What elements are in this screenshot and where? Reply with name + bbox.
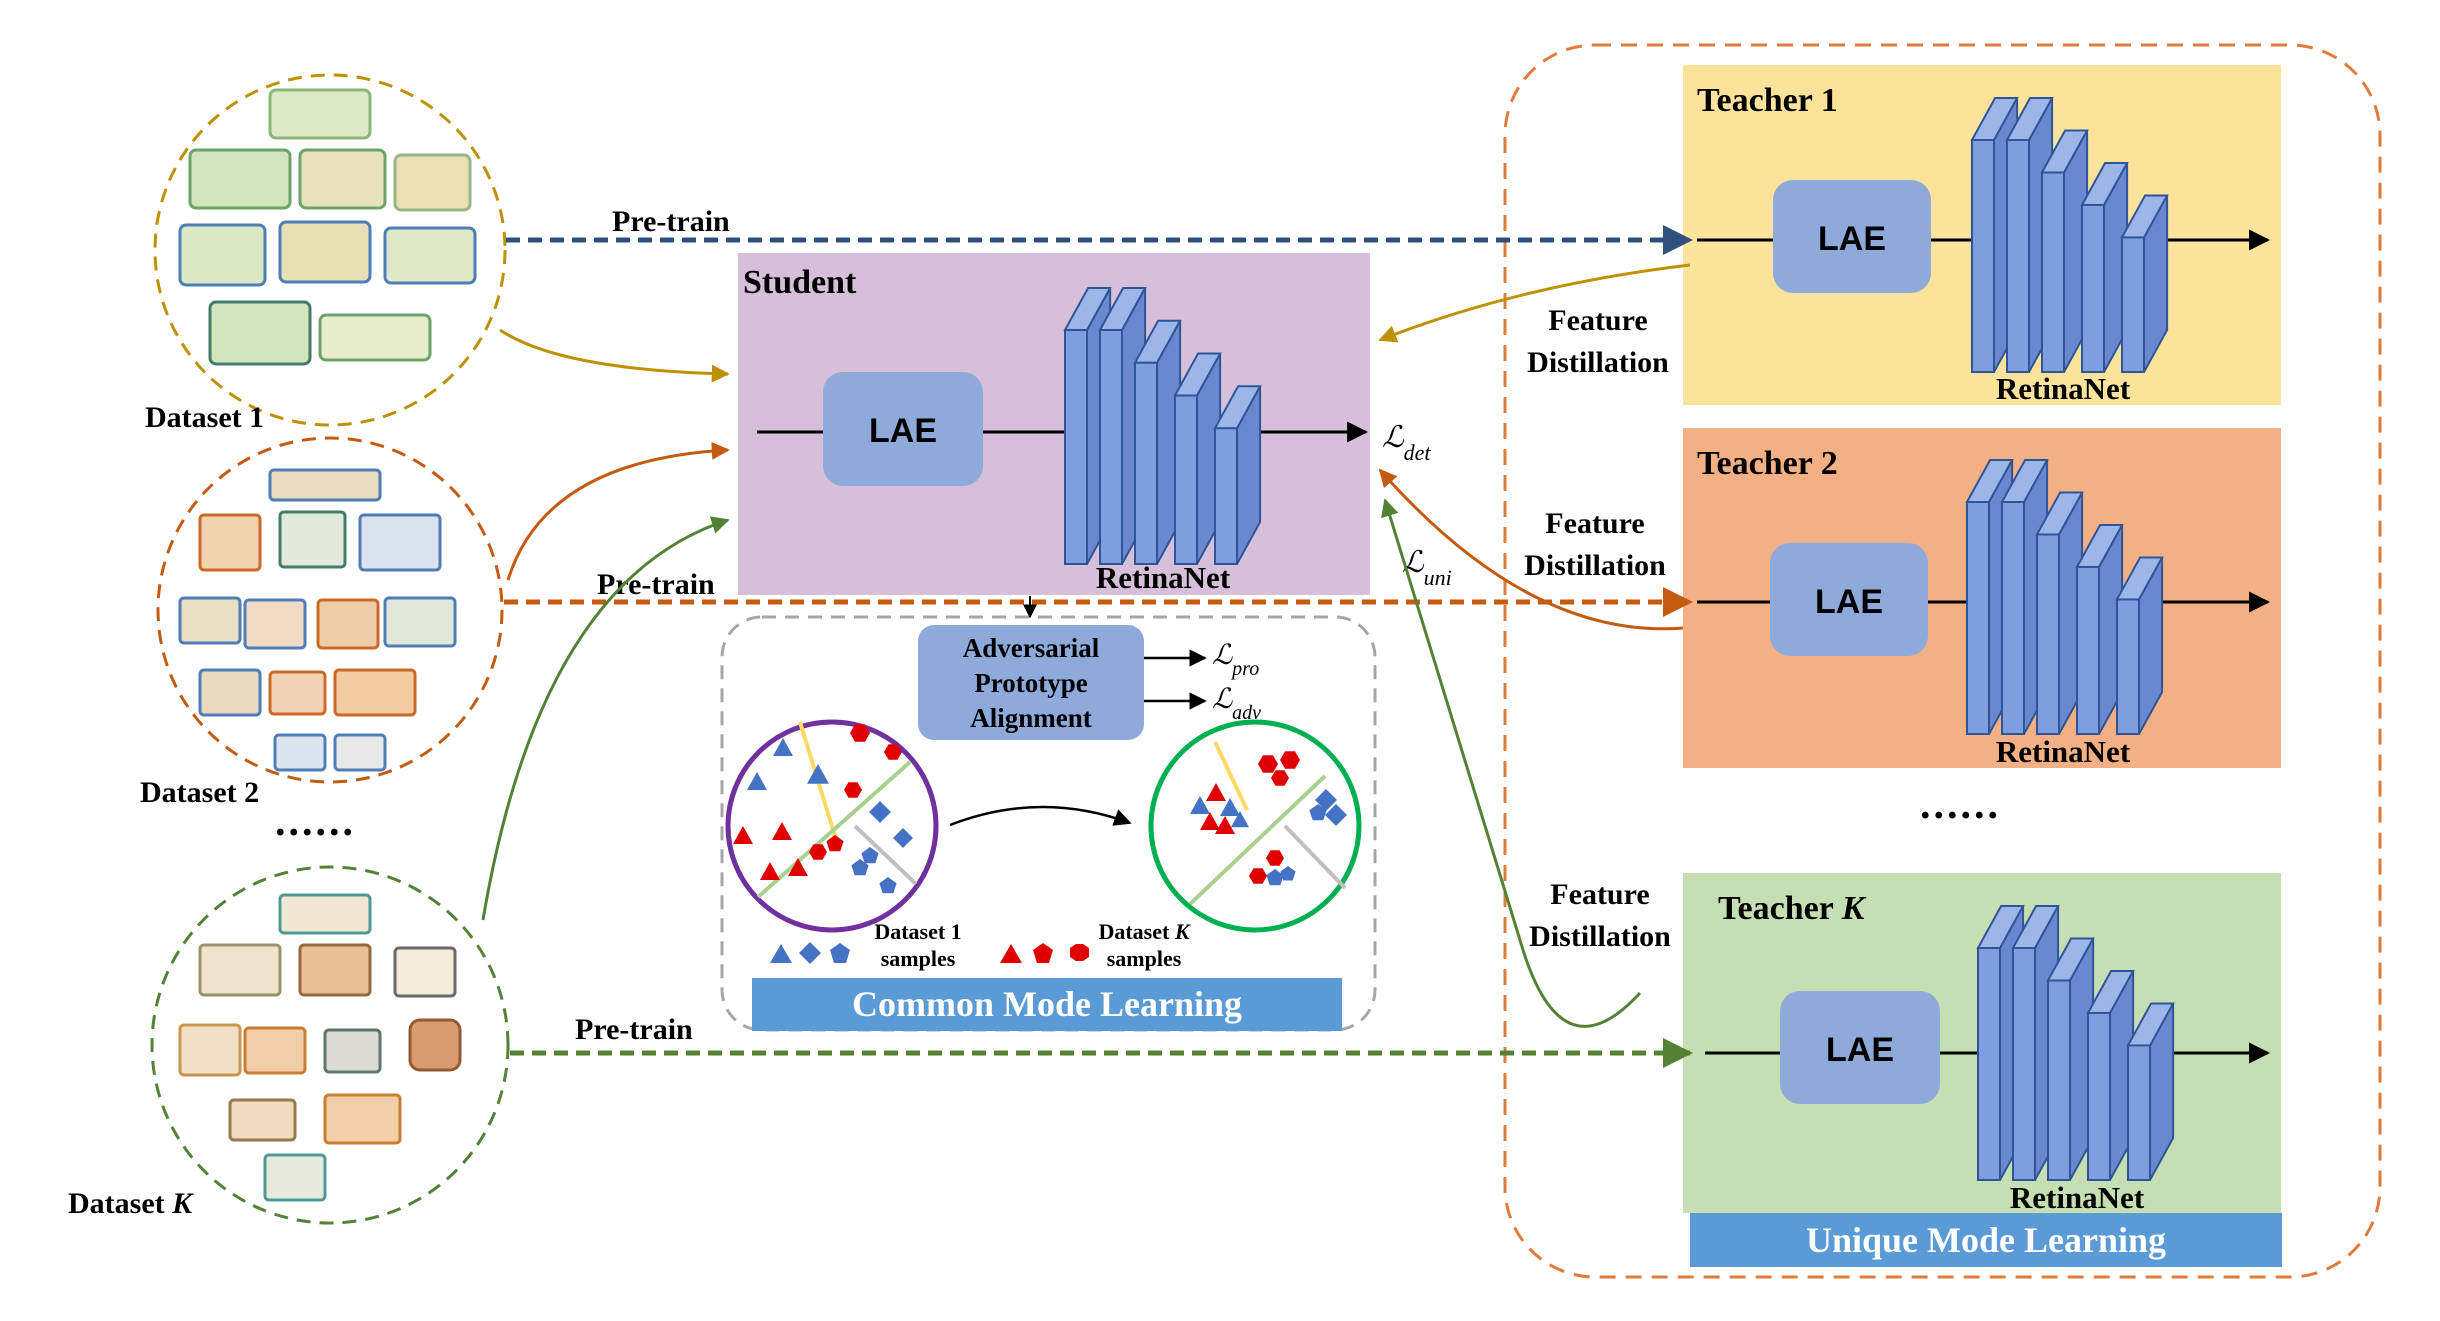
unique-mode-container — [1503, 43, 2382, 1279]
alignment-arrow — [949, 805, 1132, 827]
student-retinanet-label: RetinaNet — [1096, 560, 1231, 595]
xray-bag-image — [178, 893, 462, 1202]
feature-space-after — [1148, 719, 1362, 933]
legend-dataset-k-markers — [1000, 943, 1089, 963]
teacher-k-retinanet-layer-front-1 — [1977, 947, 2001, 1181]
teacher-1-retinanet-layer-front-2 — [2006, 139, 2030, 373]
teacher-k-retinanet-label: RetinaNet — [2010, 1180, 2145, 1215]
student-retinanet-layer-front-5 — [1214, 427, 1238, 565]
dataset-k-label: Dataset K — [68, 1187, 194, 1220]
apa-box — [918, 625, 1144, 740]
dataset-2-label: Dataset 2 — [140, 776, 259, 809]
pretrain-label-1: Pre-train — [612, 205, 730, 238]
teacher-2-lae-label: LAE — [1815, 583, 1883, 621]
feature-distillation-2-line-2: Distillation — [1524, 549, 1666, 582]
xray-bag-image — [178, 468, 457, 772]
loss-adv: ℒadv — [1212, 684, 1261, 724]
teacher-1-retinanet-stack — [1970, 97, 2169, 373]
teacher-2-distillation-arrow — [1378, 468, 1684, 631]
dataset-1-label: Dataset 1 — [145, 401, 264, 434]
teacher-ellipsis: ...... — [1920, 782, 2001, 828]
teacher-k-retinanet-layer-front-5 — [2127, 1044, 2151, 1181]
feature-distillation-2-line-1: Feature — [1545, 507, 1644, 540]
apa-line-2: Prototype — [974, 668, 1087, 698]
teacher-k-retinanet-stack — [1976, 905, 2175, 1182]
student-lae-label: LAE — [869, 412, 937, 450]
pretrain-label-k: Pre-train — [575, 1013, 693, 1046]
legend-dataset-1-line-1: Dataset 1 — [874, 919, 961, 944]
legend-dataset-1-line-2: samples — [881, 946, 956, 971]
legend-dataset-1-markers — [770, 942, 850, 964]
teacher-2-retinanet-layer-front-4 — [2076, 565, 2100, 736]
feature-space-before — [725, 719, 939, 933]
teacher-2-retinanet-layer-front-3 — [2036, 533, 2060, 735]
teacher-k-retinanet-layer-front-4 — [2087, 1011, 2111, 1182]
dataset-ellipsis: ...... — [275, 799, 356, 845]
teacher-1-lae-label: LAE — [1818, 220, 1886, 258]
teacher-2-retinanet-label: RetinaNet — [1996, 734, 2131, 769]
dataset-1-to-student-arrow — [499, 328, 730, 383]
student-retinanet-layer-front-4 — [1174, 394, 1198, 565]
teacher-2-retinanet-layer-front-1 — [1966, 501, 1990, 735]
teacher-2-retinanet-layer-front-2 — [2001, 501, 2025, 735]
teacher-2-title: Teacher 2 — [1697, 445, 1838, 482]
teacher-2-retinanet-layer-front-5 — [2116, 598, 2140, 735]
common-mode-bar — [752, 978, 1342, 1031]
teacher-1-lae-box — [1773, 180, 1931, 293]
teacher-k-retinanet-layer-front-2 — [2012, 947, 2036, 1181]
feature-space-after-markers — [1190, 751, 1347, 886]
pretrain-label-2: Pre-train — [597, 568, 715, 601]
dataset-1-circle — [153, 73, 507, 427]
loss-det: ℒdet — [1382, 421, 1431, 465]
teacher-k-title: Teacher K — [1718, 890, 1867, 927]
teacher-1-title: Teacher 1 — [1697, 82, 1838, 119]
feature-distillation-1-line-1: Feature — [1548, 304, 1647, 337]
student-retinanet-layer-front-2 — [1099, 329, 1123, 565]
dataset-k-to-student-arrow — [481, 516, 730, 921]
dataset-2-to-student-arrow — [506, 441, 730, 581]
student-retinanet-layer-front-1 — [1064, 329, 1088, 565]
teacher-k-lae-label: LAE — [1826, 1031, 1894, 1069]
student-retinanet-stack — [1063, 287, 1262, 566]
legend-dataset-k-line-1: Dataset K — [1098, 919, 1190, 944]
teacher-k-lae-box — [1780, 991, 1940, 1104]
teacher-1-retinanet-layer-front-4 — [2081, 203, 2105, 373]
unique-mode-label: Unique Mode Learning — [1806, 1220, 2166, 1260]
teacher-1-distillation-arrow — [1378, 263, 1691, 343]
teacher-1-retinanet-label: RetinaNet — [1996, 371, 2131, 406]
feature-distillation-k-line-2: Distillation — [1529, 920, 1671, 953]
apa-line-1: Adversarial — [963, 633, 1100, 663]
legend-dataset-k-line-2: samples — [1107, 946, 1182, 971]
teacher-k-distillation-arrow — [1381, 498, 1642, 1028]
teacher-1-retinanet-layer-front-5 — [2121, 236, 2145, 373]
dataset-2-circle — [156, 436, 504, 784]
student-title: Student — [743, 264, 857, 301]
dataset-k-circle — [150, 865, 510, 1225]
feature-space-before-markers — [733, 724, 913, 894]
common-mode-label: Common Mode Learning — [852, 984, 1242, 1024]
feature-distillation-1-line-2: Distillation — [1527, 346, 1669, 379]
teacher-1-retinanet-layer-front-3 — [2041, 171, 2065, 373]
teacher-2-lae-box — [1770, 543, 1928, 656]
student-retinanet-layer-front-3 — [1134, 361, 1158, 566]
student-lae-box — [823, 372, 983, 486]
unique-mode-bar — [1690, 1213, 2282, 1267]
teacher-k-retinanet-layer-front-3 — [2047, 979, 2071, 1181]
teacher-2-retinanet-stack — [1965, 459, 2164, 736]
xray-bag-image — [178, 88, 477, 366]
feature-distillation-k-line-1: Feature — [1550, 878, 1649, 911]
loss-pro: ℒpro — [1212, 640, 1259, 680]
teacher-1-retinanet-layer-front-1 — [1971, 139, 1995, 373]
apa-line-3: Alignment — [970, 703, 1092, 733]
